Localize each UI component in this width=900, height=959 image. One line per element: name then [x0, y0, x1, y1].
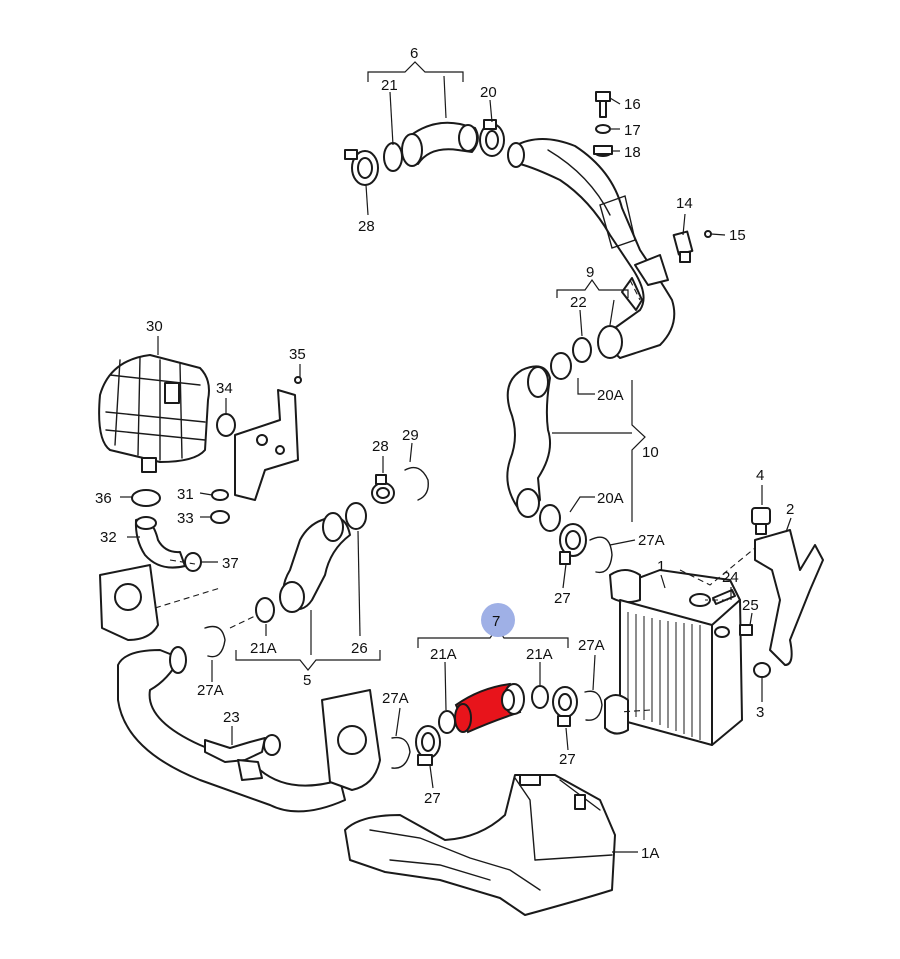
label-16: 16 [624, 96, 641, 113]
hose-clamp-28-top [344, 149, 379, 186]
part-labels: 6 21 20 16 17 18 28 14 15 9 22 20A 10 20… [95, 45, 794, 862]
spring-clip-27A-left [204, 625, 226, 658]
hose-connector-36-32 [131, 489, 230, 572]
label-27A-low: 27A [382, 690, 409, 707]
spring-clip-27A-right [589, 536, 613, 574]
label-10: 10 [642, 444, 659, 461]
label-32: 32 [100, 529, 117, 546]
label-27-low: 27 [424, 790, 441, 807]
bolt-washer-nut-stack [593, 91, 613, 157]
label-7: 7 [492, 613, 500, 630]
label-20-top: 20 [480, 84, 497, 101]
seal-ring-21A-mid [438, 710, 456, 734]
spring-clip-27A-low [391, 736, 411, 769]
label-20A-a: 20A [597, 387, 624, 404]
label-26: 26 [351, 640, 368, 657]
label-4: 4 [756, 467, 764, 484]
label-5: 5 [303, 672, 311, 689]
label-1: 1 [657, 558, 665, 575]
seal-ring-21A-right [531, 685, 549, 709]
label-27-mid: 27 [554, 590, 571, 607]
label-36: 36 [95, 490, 112, 507]
hose-10-assembly [506, 337, 613, 574]
label-9: 9 [586, 264, 594, 281]
label-27A-mid: 27A [578, 637, 605, 654]
label-37: 37 [222, 555, 239, 572]
intercooler-bracket-2 [751, 507, 824, 678]
label-2: 2 [786, 501, 794, 518]
alignment-dashes [154, 279, 756, 713]
label-30: 30 [146, 318, 163, 335]
upper-pipe-assembly [344, 119, 676, 359]
label-28-top: 28 [358, 218, 375, 235]
spring-clip-27A-mid [584, 690, 603, 721]
seal-ring-21A-left [255, 597, 275, 623]
label-27A-right: 27A [638, 532, 665, 549]
vacuum-reservoir-30 [98, 354, 210, 473]
seal-ring-26 [345, 502, 367, 530]
hose-clamp-27-mid [559, 523, 587, 565]
label-35: 35 [289, 346, 306, 363]
label-21A-left: 21A [250, 640, 277, 657]
leader-lines [120, 61, 792, 853]
seal-ring-22 [572, 337, 592, 363]
hose-clamp-28-mid [371, 474, 395, 504]
air-duct-1A [344, 774, 616, 916]
label-28-mid: 28 [372, 438, 389, 455]
label-24: 24 [722, 569, 739, 586]
hose-clamp-27-lowright [552, 686, 578, 727]
label-29: 29 [402, 427, 419, 444]
seal-ring-20A-top [550, 352, 572, 380]
label-23: 23 [223, 709, 240, 726]
seal-ring-20A-bottom [539, 504, 561, 532]
label-22: 22 [570, 294, 587, 311]
label-25: 25 [742, 597, 759, 614]
hose-5-assembly [255, 466, 429, 623]
intake-pipe [514, 138, 676, 359]
label-1A: 1A [641, 845, 659, 862]
label-21A-mid: 21A [430, 646, 457, 663]
reservoir-bracket [216, 376, 302, 501]
label-3: 3 [756, 704, 764, 721]
label-14: 14 [676, 195, 693, 212]
intercooler [604, 569, 743, 746]
highlight-badge-7 [481, 603, 515, 637]
bolt-24-25 [712, 589, 753, 636]
lower-left-pipe [99, 564, 346, 813]
label-27A-left: 27A [197, 682, 224, 699]
label-34: 34 [216, 380, 233, 397]
label-20A-b: 20A [597, 490, 624, 507]
seal-ring-21-top [383, 142, 403, 172]
label-6: 6 [410, 45, 418, 62]
label-21A-right: 21A [526, 646, 553, 663]
label-18: 18 [624, 144, 641, 161]
label-21-top: 21 [381, 77, 398, 94]
label-31: 31 [177, 486, 194, 503]
center-flange [321, 689, 381, 791]
label-33: 33 [177, 510, 194, 527]
hose-clamp-20-top [479, 119, 505, 157]
label-27-lowright: 27 [559, 751, 576, 768]
pressure-sensor-14 [672, 230, 712, 263]
hose-7-assembly [391, 682, 603, 769]
label-15: 15 [729, 227, 746, 244]
label-17: 17 [624, 122, 641, 139]
hose-clamp-27-low [415, 725, 441, 766]
spring-clip-29 [404, 466, 429, 501]
